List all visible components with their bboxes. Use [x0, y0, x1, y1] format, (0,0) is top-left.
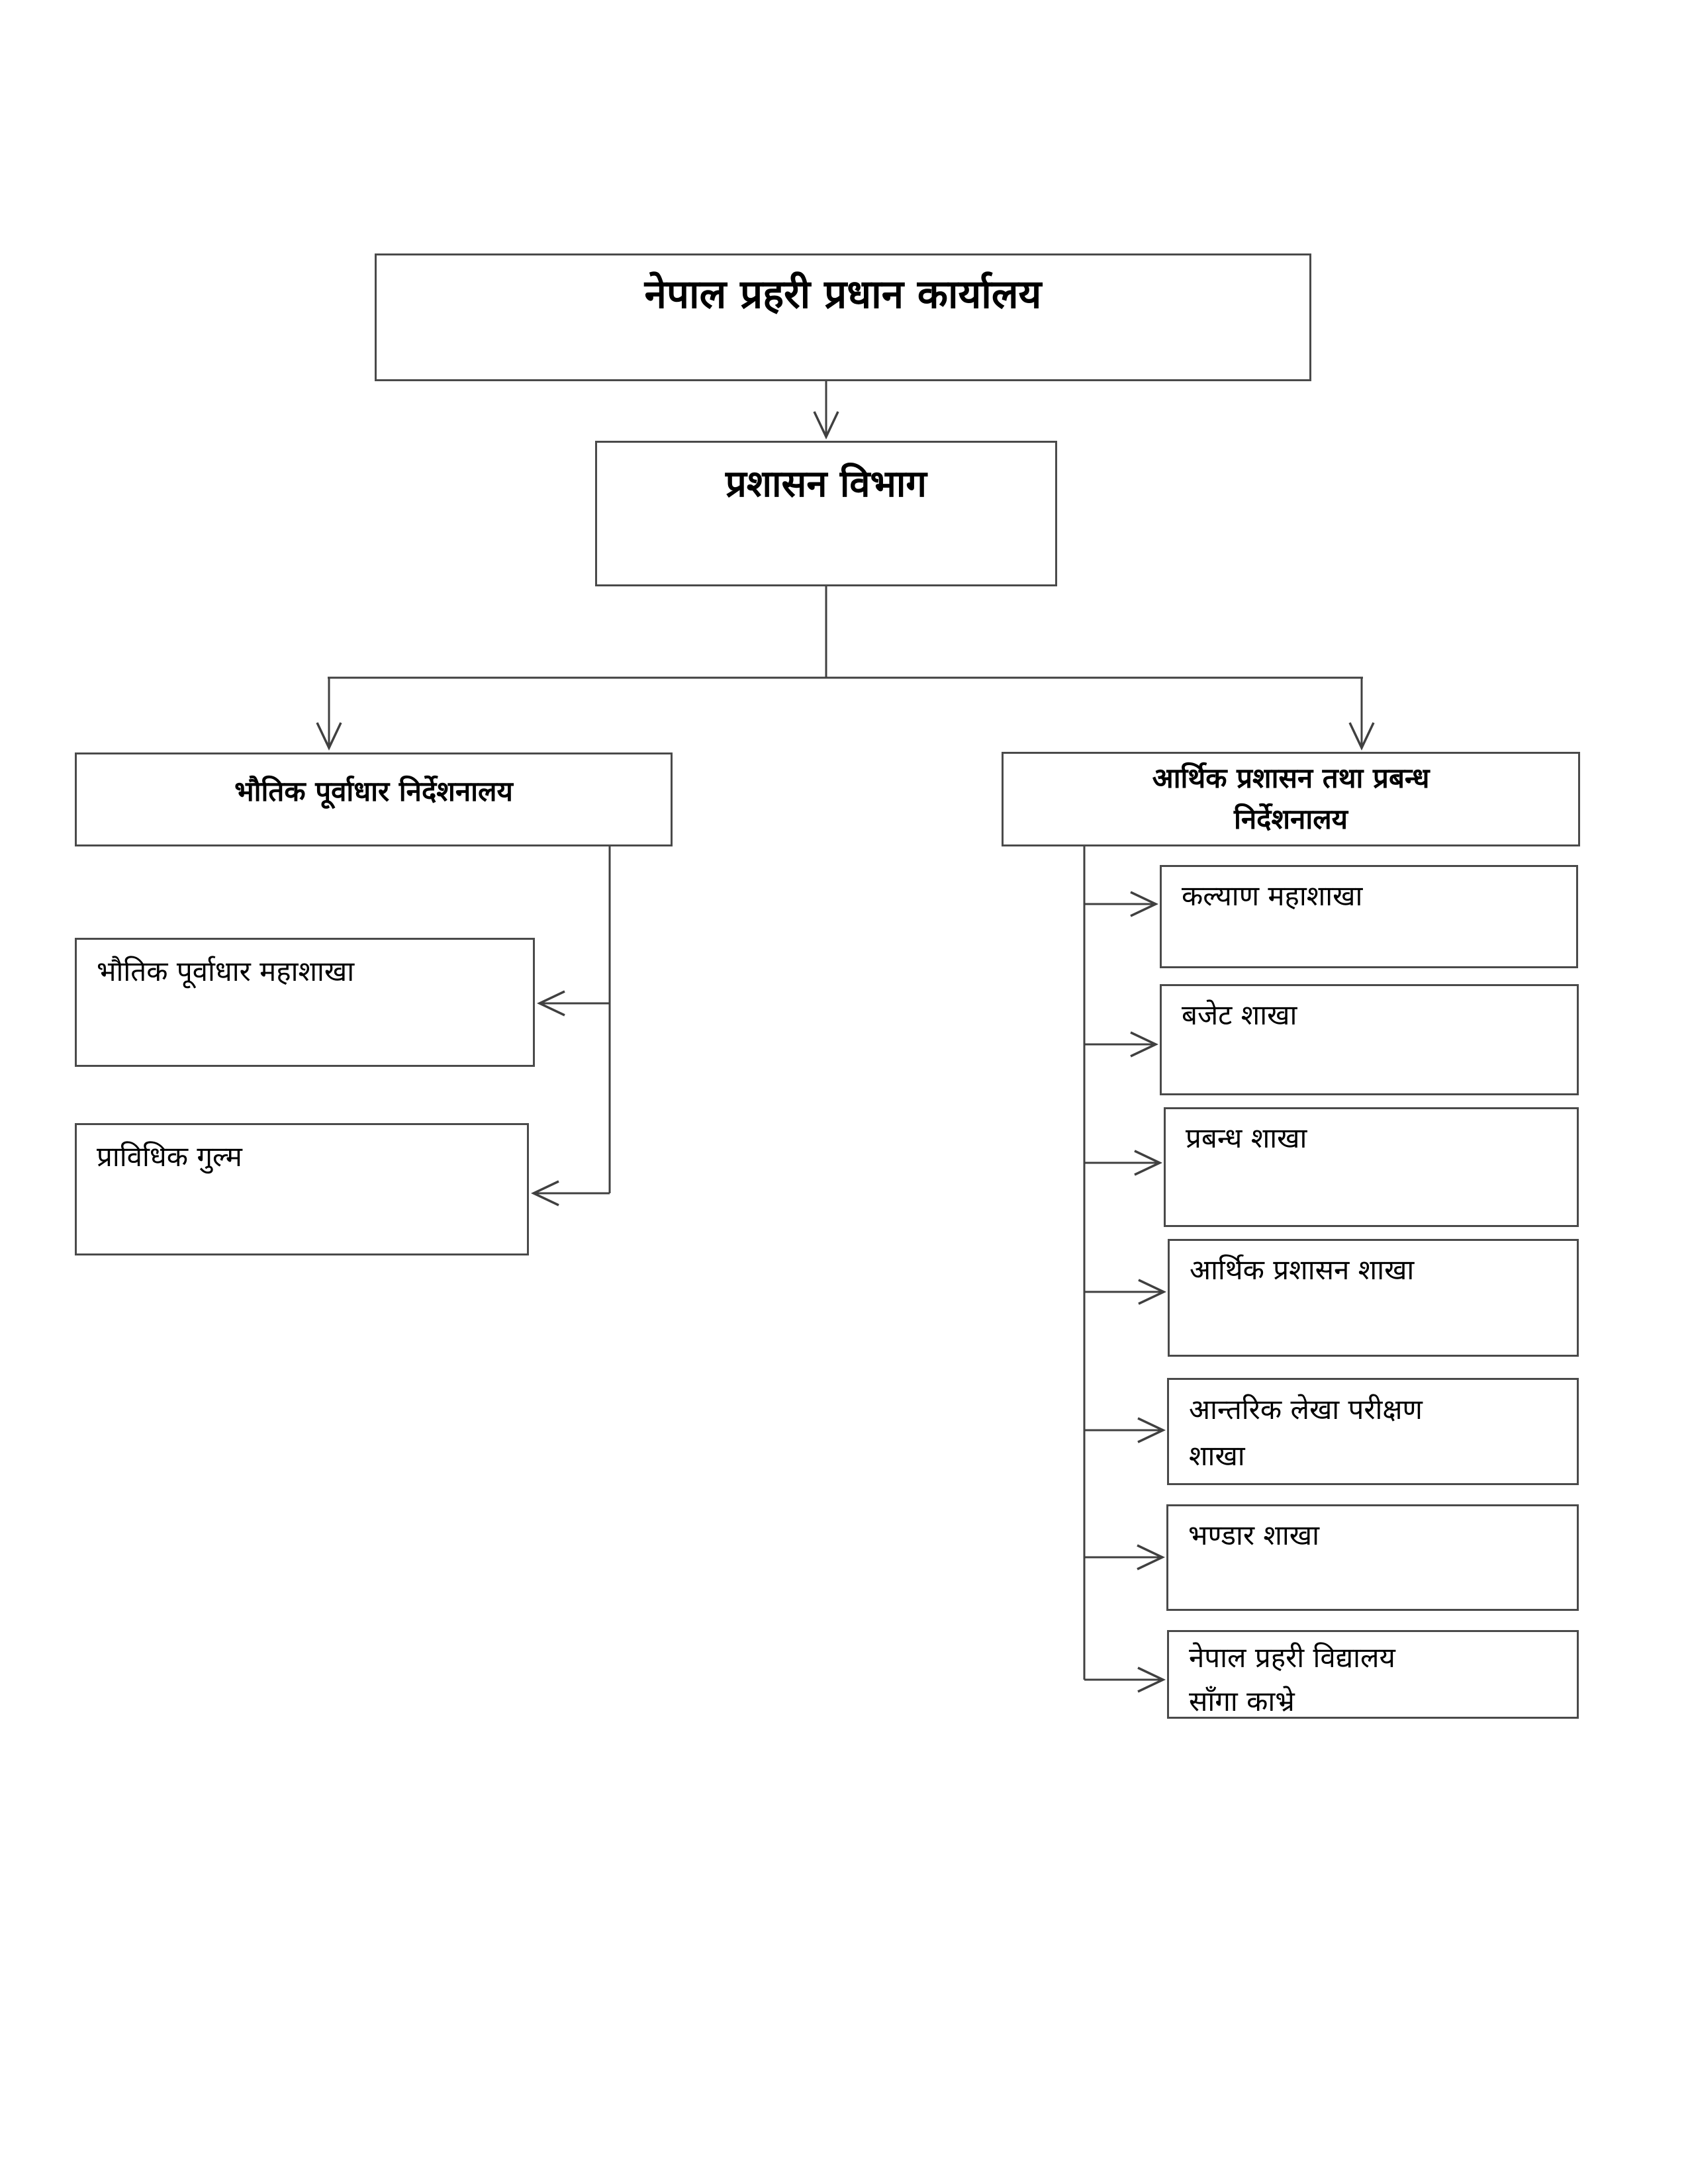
org-box-internal-audit-branch-line2: शाखा [1189, 1439, 1245, 1472]
org-box-financial-administration-directorate-line2: निर्देशनालय [1233, 803, 1348, 835]
org-box-financial-administration-branch: आर्थिक प्रशासन शाखा [1168, 1239, 1579, 1357]
org-box-technical-gulma-label: प्राविधिक गुल्म [97, 1140, 242, 1173]
org-box-welfare-division: कल्याण महाशाखा [1160, 865, 1578, 968]
org-box-financial-administration-branch-label: आर्थिक प्रशासन शाखा [1190, 1253, 1415, 1286]
org-box-nepal-police-school-line2: साँगा काभ्रे [1189, 1685, 1295, 1717]
org-box-headquarters-label: नेपाल प्रहरी प्रधान कार्यालय [644, 271, 1042, 318]
org-box-physical-infrastructure-directorate-label: भौतिक पूर्वाधार निर्देशनालय [234, 775, 513, 807]
org-box-store-branch: भण्डार शाखा [1166, 1504, 1579, 1611]
org-box-budget-branch: बजेट शाखा [1160, 984, 1579, 1095]
org-box-financial-administration-directorate-line1: आर्थिक प्रशासन तथा प्रबन्ध [1152, 762, 1430, 794]
org-box-administration-department: प्रशासन विभाग [595, 441, 1057, 586]
org-box-physical-infrastructure-directorate: भौतिक पूर्वाधार निर्देशनालय [75, 752, 673, 846]
org-box-financial-administration-directorate: आर्थिक प्रशासन तथा प्रबन्ध निर्देशनालय [1002, 752, 1580, 846]
org-box-physical-infrastructure-division-label: भौतिक पूर्वाधार महाशाखा [97, 955, 355, 987]
org-box-physical-infrastructure-division: भौतिक पूर्वाधार महाशाखा [75, 938, 535, 1067]
org-box-nepal-police-school: नेपाल प्रहरी विद्यालय साँगा काभ्रे [1167, 1630, 1579, 1719]
org-box-management-branch-label: प्रबन्ध शाखा [1186, 1122, 1307, 1154]
org-box-store-branch-label: भण्डार शाखा [1188, 1519, 1320, 1551]
org-box-internal-audit-branch-line1: आन्तरिक लेखा परीक्षण [1189, 1393, 1423, 1426]
org-box-administration-department-label: प्रशासन विभाग [726, 463, 927, 506]
org-box-welfare-division-label: कल्याण महाशाखा [1182, 880, 1363, 912]
org-box-management-branch: प्रबन्ध शाखा [1164, 1107, 1579, 1227]
org-box-budget-branch-label: बजेट शाखा [1182, 999, 1297, 1031]
org-box-internal-audit-branch: आन्तरिक लेखा परीक्षण शाखा [1167, 1378, 1579, 1485]
org-box-headquarters: नेपाल प्रहरी प्रधान कार्यालय [375, 253, 1311, 381]
org-box-nepal-police-school-line1: नेपाल प्रहरी विद्यालय [1189, 1641, 1395, 1674]
org-box-technical-gulma: प्राविधिक गुल्म [75, 1123, 529, 1255]
